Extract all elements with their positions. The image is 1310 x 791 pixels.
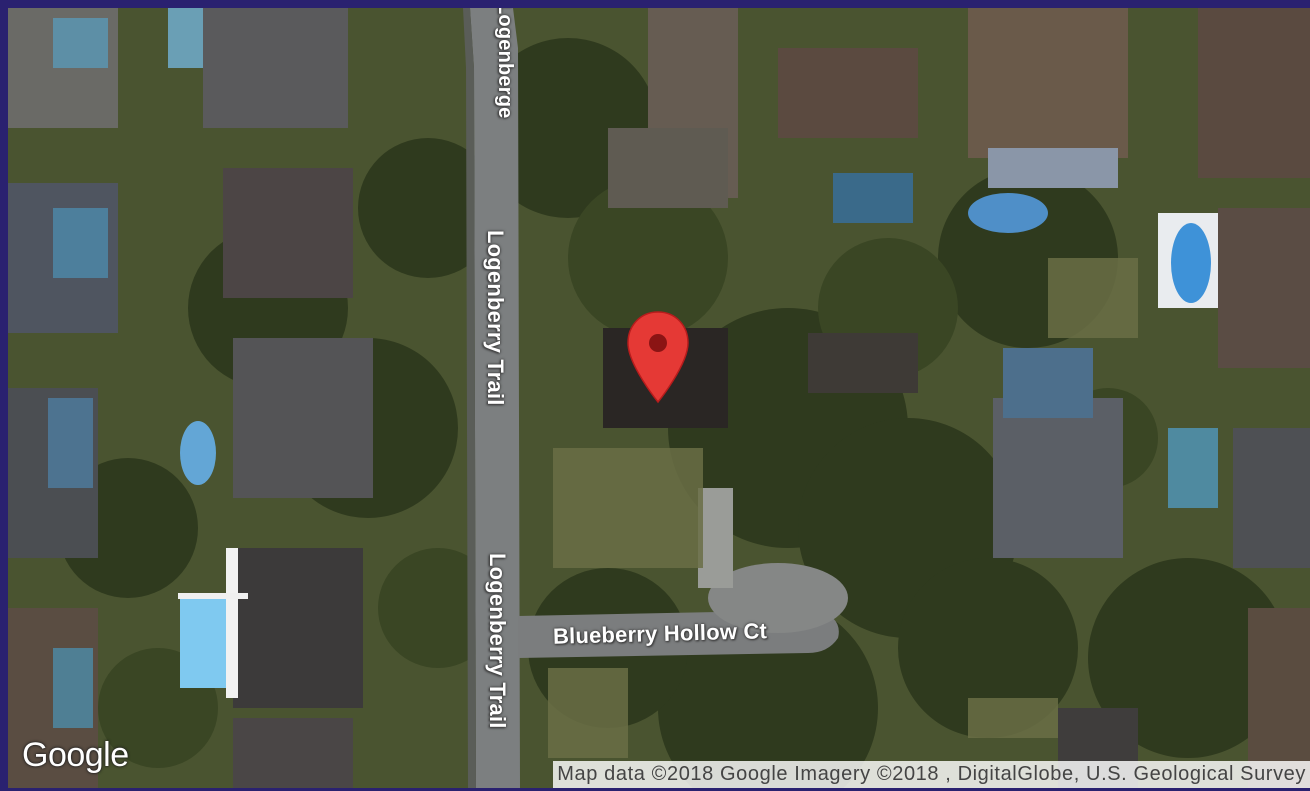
- satellite-map[interactable]: Logenberge Logenberry Trail Logenberry T…: [8, 8, 1310, 788]
- map-attribution[interactable]: Map data ©2018 Google Imagery ©2018 , Di…: [553, 761, 1310, 788]
- satellite-imagery: [8, 8, 1310, 788]
- street-label-logenberry-top-edge: Logenberge: [494, 8, 516, 119]
- google-logo: Google: [22, 736, 129, 774]
- street-label-logenberry-upper: Logenberry Trail: [483, 230, 508, 406]
- street-label-logenberry-lower: Logenberry Trail: [485, 553, 510, 729]
- map-pin-icon[interactable]: [626, 310, 690, 406]
